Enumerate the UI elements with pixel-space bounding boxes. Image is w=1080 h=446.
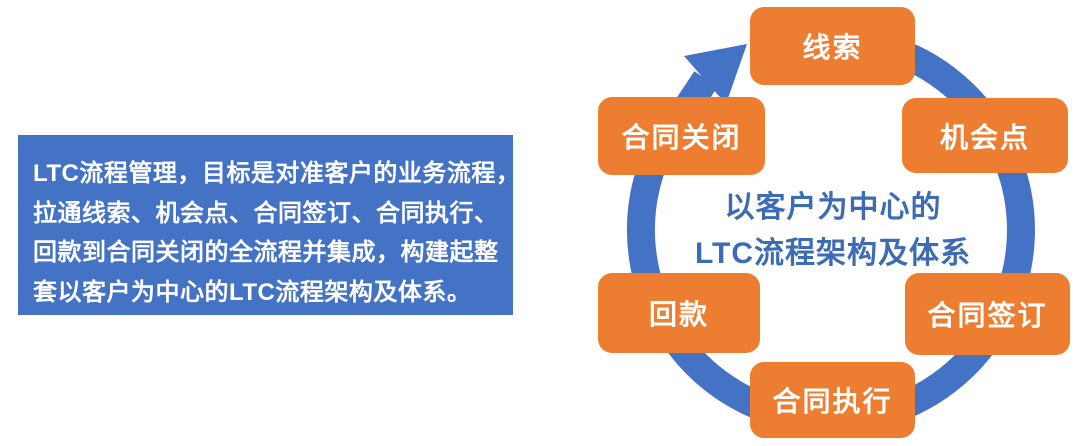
cycle-node-lead: 线索 xyxy=(750,7,915,85)
cycle-node-opportunity: 机会点 xyxy=(902,98,1068,173)
cycle-node-payment-collection: 回款 xyxy=(598,273,760,353)
cycle-node-contract-closure: 合同关闭 xyxy=(598,97,765,175)
cycle-node-opportunity-label: 机会点 xyxy=(939,121,1030,153)
cycle-node-contract-closure-label: 合同关闭 xyxy=(621,122,742,153)
cycle-node-contract-execution: 合同执行 xyxy=(750,362,915,438)
cycle-node-contract-signing-label: 合同签订 xyxy=(927,300,1048,331)
cycle-node-contract-signing: 合同签订 xyxy=(905,273,1070,355)
description-line-2: 拉通线索、机会点、合同签订、合同执行、 xyxy=(33,199,499,227)
cycle-node-payment-collection-label: 回款 xyxy=(648,299,709,330)
cycle-center-title-line-2: LTC流程架构及体系 xyxy=(694,237,972,270)
description-line-1: LTC流程管理，目标是对准客户的业务流程， xyxy=(33,160,521,187)
cycle-node-contract-execution-label: 合同执行 xyxy=(772,386,893,417)
description-line-3: 回款到合同关闭的全流程并集成，构建起整 xyxy=(33,239,499,266)
description-panel: LTC流程管理，目标是对准客户的业务流程， 拉通线索、机会点、合同签订、合同执行… xyxy=(18,135,521,315)
cycle-arrowhead-icon xyxy=(684,44,747,104)
cycle-center-title-line-1: 以客户为中心的 xyxy=(724,191,942,224)
cycle-node-lead-label: 线索 xyxy=(802,32,863,63)
description-line-4: 套以客户为中心的LTC流程架构及体系。 xyxy=(33,278,472,306)
cycle-center-title: 以客户为中心的 LTC流程架构及体系 xyxy=(633,185,1033,277)
